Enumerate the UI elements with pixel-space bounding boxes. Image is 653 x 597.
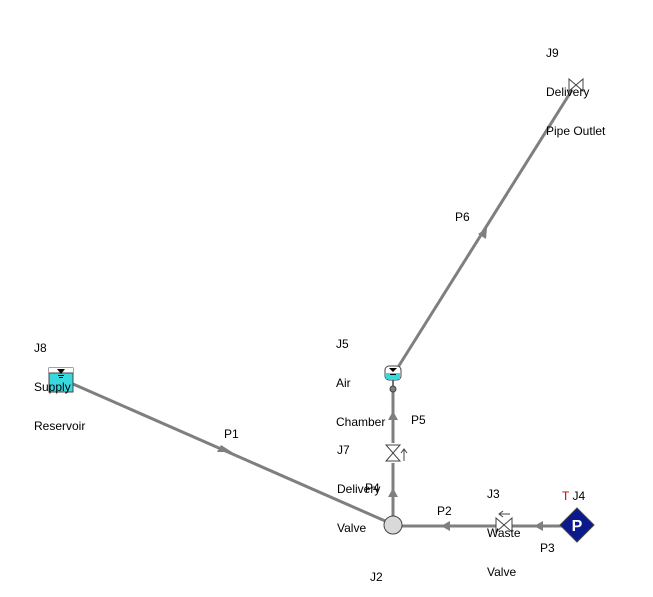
junction-label-j3: J3 Waste Valve: [487, 462, 521, 592]
pump-marker: T: [562, 489, 570, 503]
waste-valve-icon[interactable]: [495, 510, 513, 534]
junction-label-j2: J2: [370, 545, 383, 597]
pump-icon[interactable]: P: [559, 507, 595, 543]
junction-label-j4: T J4: [562, 490, 585, 503]
junction-label-j8: J8 Supply Reservoir: [34, 316, 85, 446]
junction-name-line: Air: [336, 376, 351, 390]
branch-junction-icon[interactable]: [383, 515, 403, 535]
junction-name-line: Chamber: [336, 415, 386, 429]
pipes-layer: [72, 89, 574, 528]
junction-name-line: Reservoir: [34, 419, 86, 433]
pipe-label-p6: P6: [455, 210, 470, 224]
pipe-label-p2: P2: [437, 504, 452, 518]
junction-name-line: Waste: [487, 526, 521, 540]
junction-label-j5: J5 Air Chamber: [336, 312, 385, 442]
junction-name-line: Valve: [487, 565, 517, 579]
junction-id: J2: [370, 570, 383, 584]
pipe-label-p1: P1: [224, 427, 239, 441]
junction-id: J3: [487, 487, 500, 501]
pipe-p1-line[interactable]: [72, 382, 393, 526]
pipe-label-p3: P3: [540, 541, 555, 555]
flow-arrow-p4: [388, 488, 398, 497]
junction-label-j7: J7 Delivery Valve: [337, 418, 380, 548]
junction-label-j9: J9 Delivery Pipe Outlet: [546, 21, 605, 151]
junction-id: J5: [336, 337, 349, 351]
flow-arrow-p5: [388, 411, 398, 420]
air-chamber-icon[interactable]: [384, 365, 402, 393]
junction-name-line: Supply: [34, 380, 71, 394]
delivery-valve-icon[interactable]: [384, 444, 408, 462]
flow-arrows: [217, 228, 543, 531]
outlet-valve-icon[interactable]: [568, 77, 584, 93]
junction-name-line: Valve: [337, 521, 367, 535]
pipe-label-p5: P5: [411, 413, 426, 427]
flow-arrow-p6: [478, 228, 487, 239]
flow-arrow-p2: [441, 521, 450, 531]
junction-id: J7: [337, 443, 350, 457]
junction-name-line: Delivery: [546, 85, 590, 99]
junction-id: J8: [34, 341, 47, 355]
junction-name-line: Delivery: [337, 482, 381, 496]
reservoir-icon[interactable]: [48, 367, 74, 393]
pipe-label-p4: P4: [365, 481, 380, 495]
junction-id: J4: [572, 489, 586, 503]
flow-arrow-p3: [534, 521, 543, 531]
pump-letter: P: [572, 518, 583, 535]
junction-id: J9: [546, 46, 559, 60]
junction-name-line: Pipe Outlet: [546, 124, 606, 138]
flow-arrow-p1: [217, 445, 232, 452]
